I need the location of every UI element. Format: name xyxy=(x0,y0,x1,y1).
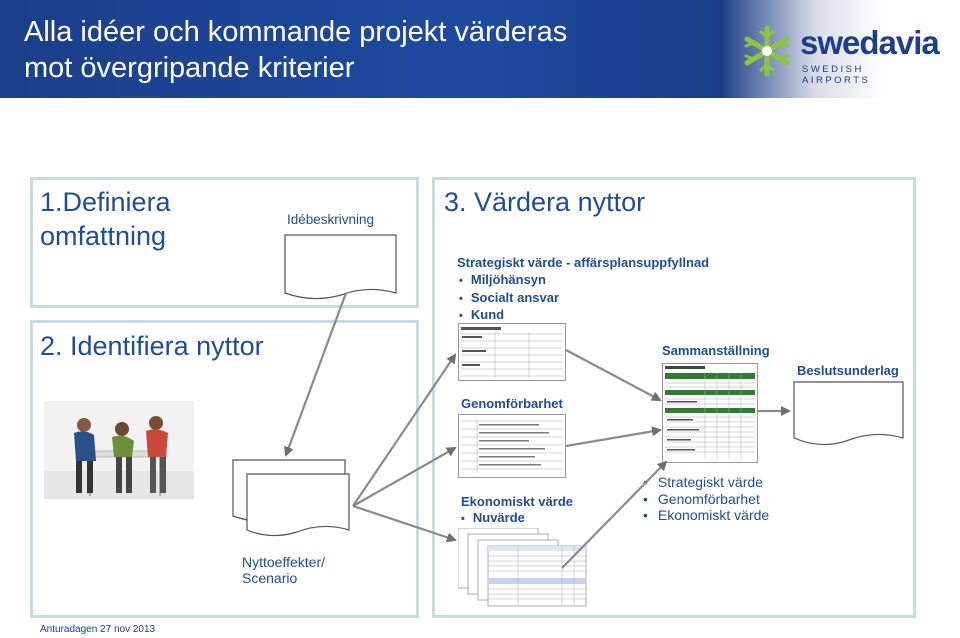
snowflake-icon xyxy=(744,25,790,77)
economic-value-label: Ekonomiskt värde xyxy=(461,494,573,509)
summary-item: Strategiskt värde xyxy=(643,474,769,491)
summary-sheet-thumbnail xyxy=(662,363,758,463)
logo-wordmark: swedavia xyxy=(800,24,940,61)
summary-item: Genomförbarhet xyxy=(643,491,769,508)
logo-subtitle: SWEDISH AIRPORTS xyxy=(802,64,871,86)
strategic-sheet-thumbnail xyxy=(458,323,566,381)
team-photo xyxy=(44,401,194,499)
strategic-item: Socialt ansvar xyxy=(459,290,559,308)
feasibility-label: Genomförbarhet xyxy=(461,396,563,411)
step1-title: 1.Definiera omfattning xyxy=(40,185,171,253)
economic-list: Nuvärde xyxy=(461,510,525,528)
header-bar: Alla idéer och kommande projekt värderas… xyxy=(0,0,960,98)
swedavia-logo: swedavia SWEDISH AIRPORTS xyxy=(740,24,940,86)
idea-description-document xyxy=(284,234,397,300)
title-line-2: mot övergripande kriterier xyxy=(24,52,355,84)
feasibility-sheet-thumbnail xyxy=(458,414,566,478)
benefit-scenario-documents xyxy=(232,459,350,537)
decision-basis-document xyxy=(793,381,904,446)
idea-description-label: Idébeskrivning xyxy=(287,212,375,227)
step1-line-2: omfattning xyxy=(40,221,167,251)
footer-text: Anturadagen 27 nov 2013 xyxy=(40,624,156,635)
benefits-line-1: Nyttoeffekter/ xyxy=(242,554,326,570)
step2-title: 2. Identifiera nyttor xyxy=(40,331,264,361)
step1-line-1: 1.Definiera xyxy=(40,187,171,217)
strategic-list: Miljöhänsyn Socialt ansvar Kund xyxy=(459,272,559,325)
summary-item: Ekonomiskt värde xyxy=(643,507,769,524)
strategic-item: Miljöhänsyn xyxy=(459,272,559,290)
title-line-1: Alla idéer och kommande projekt värderas xyxy=(24,16,568,48)
strategic-heading: Strategiskt värde - affärsplansuppfyllna… xyxy=(457,255,710,270)
economic-sheet-thumbnails xyxy=(458,528,587,607)
benefits-line-2: Scenario xyxy=(242,570,298,586)
step3-title: 3. Värdera nyttor xyxy=(444,187,646,217)
decision-basis-label: Beslutsunderlag xyxy=(797,363,899,378)
page-title: Alla idéer och kommande projekt värderas… xyxy=(24,14,567,86)
strategic-item: Kund xyxy=(459,307,559,325)
summary-label: Sammanställning xyxy=(662,343,770,358)
economic-item: Nuvärde xyxy=(461,510,525,528)
benefits-scenario-label: Nyttoeffekter/ Scenario xyxy=(242,554,325,586)
summary-list: Strategiskt värde Genomförbarhet Ekonomi… xyxy=(643,474,769,524)
